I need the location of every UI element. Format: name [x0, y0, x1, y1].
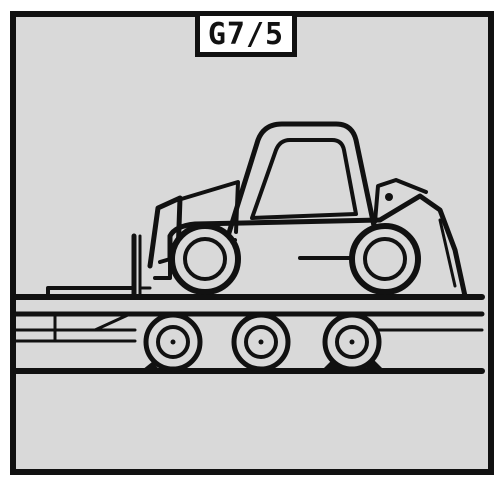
telehandler-rear-wheel — [352, 226, 418, 292]
trailer-wheel-1 — [146, 315, 200, 369]
headlight — [385, 193, 393, 201]
sign-code-label: G7/5 — [195, 11, 297, 57]
telehandler-forks — [48, 236, 150, 296]
trailer-wheel-3 — [325, 315, 379, 369]
trailer-wheel-2 — [234, 315, 288, 369]
telehandler-front-wheel — [172, 226, 238, 292]
